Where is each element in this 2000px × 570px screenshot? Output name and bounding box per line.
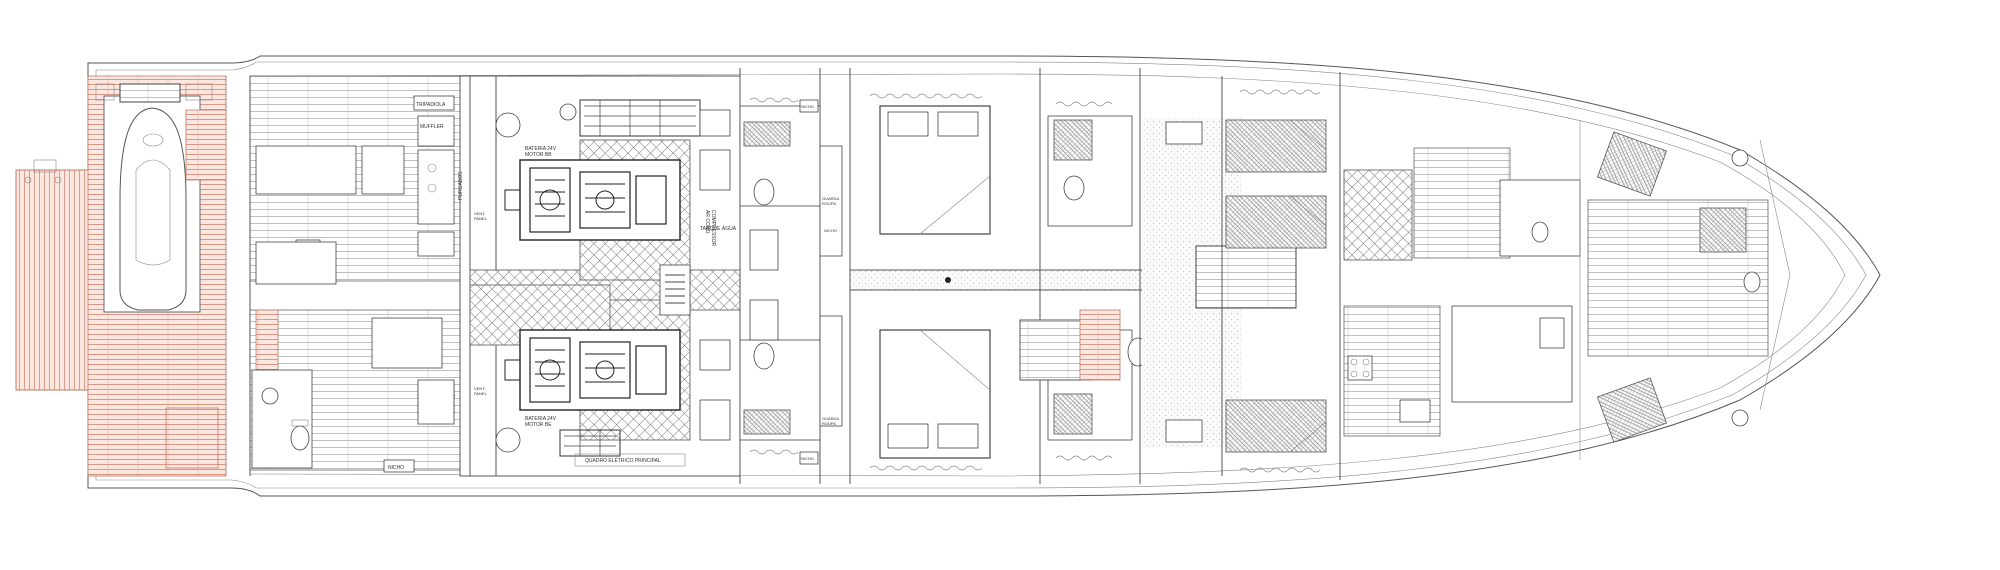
generator-equipment-bottom	[495, 339, 731, 457]
stairs-stern	[255, 309, 279, 373]
head-port-toilet-icon	[753, 178, 775, 206]
inner-bulwark-line	[249, 73, 1846, 477]
nicho-mid-label: NICHO	[824, 228, 837, 233]
port-engine-icon	[504, 159, 681, 241]
engine-grate	[659, 264, 691, 316]
ladder-handle	[33, 159, 57, 173]
swim-platform	[15, 169, 97, 391]
fwd-bath	[1499, 179, 1581, 257]
chair-icon	[1539, 317, 1565, 349]
vip-bed-bottom	[1225, 399, 1327, 453]
wardrobe-top	[819, 145, 843, 257]
bow-bunk-bottom	[1596, 377, 1668, 443]
hull-outline	[87, 55, 1881, 497]
wave-cabin-top	[869, 93, 983, 99]
garage-vent-grille	[119, 83, 181, 103]
purgados-label: PURGADOS	[458, 171, 464, 200]
cleat-right	[54, 176, 62, 184]
fwd-toilet-icon	[1531, 221, 1549, 243]
central-corridor	[850, 270, 1220, 290]
head-port-shower	[743, 121, 791, 147]
counter-lower	[255, 241, 337, 285]
hull-inner-line	[95, 61, 1867, 489]
wave-vip-top	[1239, 89, 1321, 95]
lower-counter	[371, 317, 443, 369]
galley-cooktop	[1347, 355, 1373, 381]
jet-ski-icon	[119, 107, 187, 311]
wave-mid-top	[1055, 101, 1113, 107]
nicho-stern-label: NICHO	[388, 465, 404, 471]
cleat-left	[24, 176, 32, 184]
tripadiola-box	[413, 95, 455, 111]
counter-top-2	[361, 145, 405, 195]
muffler-box	[417, 115, 455, 147]
fwd-hatch-top	[1343, 169, 1413, 261]
vip-bed-top	[1225, 119, 1327, 173]
tanque-label: TANQUE ÁGUA	[700, 225, 737, 232]
head-stbd-shower	[743, 409, 791, 435]
nicho-stern-box	[383, 459, 415, 473]
bow-toilet-icon	[1743, 271, 1761, 293]
pump-box	[699, 149, 731, 191]
wave-top-1	[749, 97, 799, 103]
nicho-bottom-box	[799, 451, 819, 465]
stairs-mid-2	[1079, 309, 1121, 381]
wave-cabin-bottom	[869, 465, 983, 471]
stern-steps-stbd	[165, 407, 219, 469]
galley-sink-fwd	[1399, 399, 1431, 423]
fwd-deck-port	[1413, 147, 1511, 259]
nicho-bottom-label: NICHO	[801, 456, 814, 461]
stairs-mid	[1019, 319, 1091, 381]
starboard-engine-icon	[504, 329, 681, 411]
vent-panel-top-label: VENT.PANEL	[474, 211, 488, 221]
dinette-table	[1451, 305, 1573, 403]
generator-equipment-top	[495, 99, 731, 138]
head-stbd-toilet-icon	[753, 342, 775, 370]
vip-bed-mid	[1225, 195, 1327, 249]
wave-mid-bottom	[1055, 455, 1113, 461]
tripadiola-label: TRIPADIOLA	[416, 102, 446, 108]
head-port-wall	[739, 105, 821, 207]
crew-wc-room	[251, 369, 313, 469]
wardrobe-bottom	[819, 315, 843, 427]
compressor-label: COMPRESSORAR COND.	[704, 210, 716, 247]
toilet-icon	[290, 425, 310, 451]
vent-panel-bottom-label: VENT.PANEL	[474, 386, 488, 396]
wave-vip-bottom	[1239, 467, 1321, 473]
stern-steps-port	[185, 109, 227, 181]
nicho-top-box	[799, 99, 819, 113]
muffler-label: MUFFLER	[420, 124, 444, 130]
bow-vent	[1699, 207, 1747, 253]
vip-stairs	[1195, 245, 1297, 309]
crew-sink-icon	[261, 387, 279, 405]
bow-bunk-top	[1596, 131, 1668, 197]
nicho-top-label: NICHO	[801, 104, 814, 109]
counter-top	[255, 145, 357, 195]
wave-bottom-1	[749, 449, 799, 455]
quadro-label: QUADRO ELÉTRICO PRINCIPAL	[585, 457, 661, 464]
